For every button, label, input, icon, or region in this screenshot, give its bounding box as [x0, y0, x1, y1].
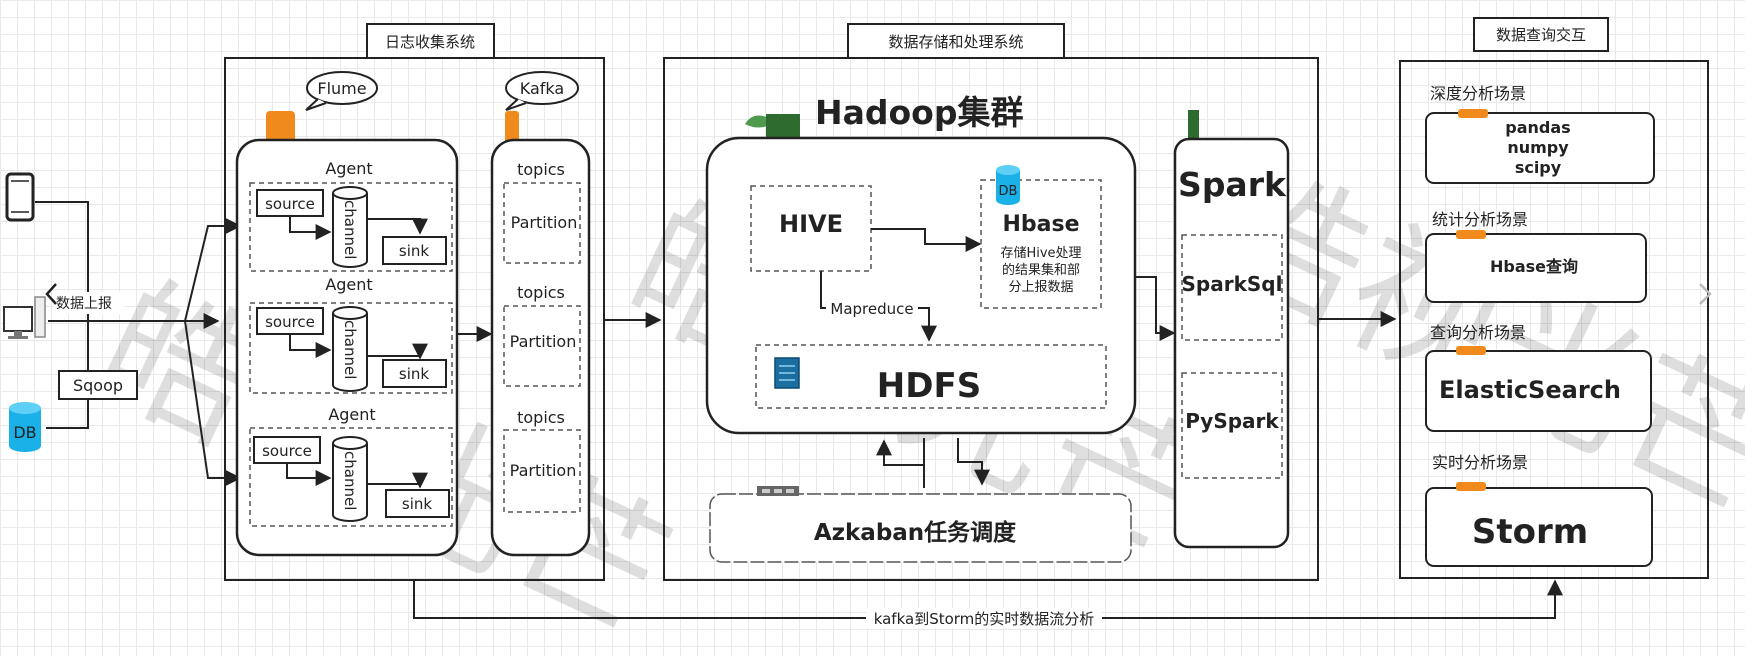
spark-title: Spark	[1178, 165, 1287, 204]
azkaban-node: Azkaban任务调度	[709, 486, 1132, 563]
phone-icon	[5, 172, 35, 222]
source-label: source	[262, 442, 312, 460]
topics-label: topics	[517, 408, 565, 427]
scene-card: 统计分析场景 Hbase查询	[1425, 210, 1647, 303]
spark-item-label: SparkSql	[1182, 272, 1283, 296]
sqoop-box: Sqoop	[58, 370, 138, 400]
azkaban-label: Azkaban任务调度	[814, 519, 1017, 546]
spark-container	[1173, 137, 1290, 549]
hbase-db-icon: DB	[996, 165, 1020, 205]
hive-to-hbase-arrow	[871, 228, 982, 252]
kafka-container	[490, 138, 591, 557]
query-interaction-section: 数据查询交互	[1399, 17, 1709, 579]
flume-bubble: Flume	[305, 71, 378, 111]
next-chevron-icon[interactable]	[1699, 283, 1712, 305]
server-icon	[774, 357, 800, 389]
realtime-link-label: kafka到Storm的实时数据流分析	[866, 608, 1102, 628]
hbase-desc-line: 分上报数据	[1008, 280, 1073, 295]
hbase-node: DB Hbase 存储Hive处理 的结果集和部 分上报数据	[980, 165, 1102, 309]
sqoop-label: Sqoop	[73, 376, 123, 395]
mapreduce-text: Mapreduce	[830, 300, 913, 318]
kafka-title: Kafka	[520, 79, 564, 98]
hbase-db-label: DB	[999, 184, 1018, 199]
scene-line: pandas	[1505, 118, 1570, 137]
topics-label: topics	[517, 160, 565, 179]
kafka-group: topics Partition	[503, 160, 581, 264]
flume-agent: Agent source channel sink	[249, 159, 453, 272]
hadoop-container	[705, 136, 1137, 435]
partition-label: Partition	[511, 213, 578, 232]
scene-card: 深度分析场景 pandas numpy scipy	[1425, 84, 1655, 184]
scene-card: 实时分析场景 Storm	[1425, 453, 1653, 567]
hdfs-label: HDFS	[877, 366, 981, 406]
realtime-link-text: kafka到Storm的实时数据流分析	[874, 610, 1095, 628]
computer-icon	[3, 296, 46, 339]
scene-title: 实时分析场景	[1432, 453, 1528, 472]
hive-label: HIVE	[779, 210, 843, 238]
flume-title: Flume	[317, 79, 366, 98]
scene-line: Hbase查询	[1490, 257, 1578, 276]
spark-item: SparkSql	[1181, 234, 1283, 341]
agent-title: Agent	[325, 159, 372, 178]
kafka-group: topics Partition	[503, 408, 581, 513]
flume-agent: Agent source channel sink	[249, 275, 453, 394]
log-collection-section: 日志收集系统	[224, 23, 605, 581]
agent-title: Agent	[325, 275, 372, 294]
hbase-desc-line: 的结果集和部	[1002, 262, 1080, 278]
spark-item: PySpark	[1181, 372, 1283, 479]
channel-label: channel	[341, 200, 359, 259]
db-icon: DB	[9, 402, 41, 452]
spark-item-label: PySpark	[1185, 409, 1279, 433]
scene-title: 统计分析场景	[1432, 210, 1528, 229]
partition-label: Partition	[510, 461, 577, 480]
storage-processing-title: 数据存储和处理系统	[888, 33, 1023, 51]
log-collection-title: 日志收集系统	[385, 33, 475, 51]
channel-label: channel	[341, 451, 359, 510]
report-label: 数据上报	[54, 292, 124, 314]
scene-line: Storm	[1472, 512, 1588, 552]
query-interaction-title: 数据查询交互	[1496, 26, 1586, 44]
prev-chevron-icon[interactable]	[45, 283, 57, 305]
hadoop-title: Hadoop集群	[815, 93, 1023, 132]
scene-line: ElasticSearch	[1439, 376, 1621, 404]
topics-label: topics	[517, 283, 565, 302]
source-label: source	[265, 313, 315, 331]
flume-agent: Agent source channel sink	[249, 405, 453, 527]
azkaban-down-arrow	[957, 438, 990, 486]
scene-title: 深度分析场景	[1430, 84, 1526, 103]
agent-title: Agent	[328, 405, 375, 424]
azkaban-up-arrow-head	[876, 439, 924, 466]
sink-label: sink	[399, 242, 429, 260]
partition-label: Partition	[510, 332, 577, 351]
report-label-text: 数据上报	[56, 296, 112, 312]
scene-title: 查询分析场景	[1430, 323, 1526, 342]
hdfs-node: HDFS	[755, 344, 1107, 409]
mapreduce-label: Mapreduce	[826, 299, 918, 319]
source-connectors	[35, 201, 242, 486]
hbase-desc-line: 存储Hive处理	[1000, 246, 1081, 261]
scene-line: scipy	[1515, 158, 1562, 177]
db-label: DB	[13, 423, 36, 442]
channel-label: channel	[341, 320, 359, 379]
source-label: source	[265, 195, 315, 213]
scene-line: numpy	[1507, 138, 1569, 157]
hadoop-to-spark-arrow	[1135, 276, 1176, 341]
hbase-label: Hbase	[1002, 212, 1079, 237]
sink-label: sink	[402, 495, 432, 513]
server-rack-icon	[757, 486, 799, 496]
scene-card: 查询分析场景 ElasticSearch	[1425, 323, 1652, 432]
kafka-bubble: Kafka	[505, 71, 579, 111]
kafka-group: topics Partition	[503, 283, 581, 387]
sink-label: sink	[399, 365, 429, 383]
